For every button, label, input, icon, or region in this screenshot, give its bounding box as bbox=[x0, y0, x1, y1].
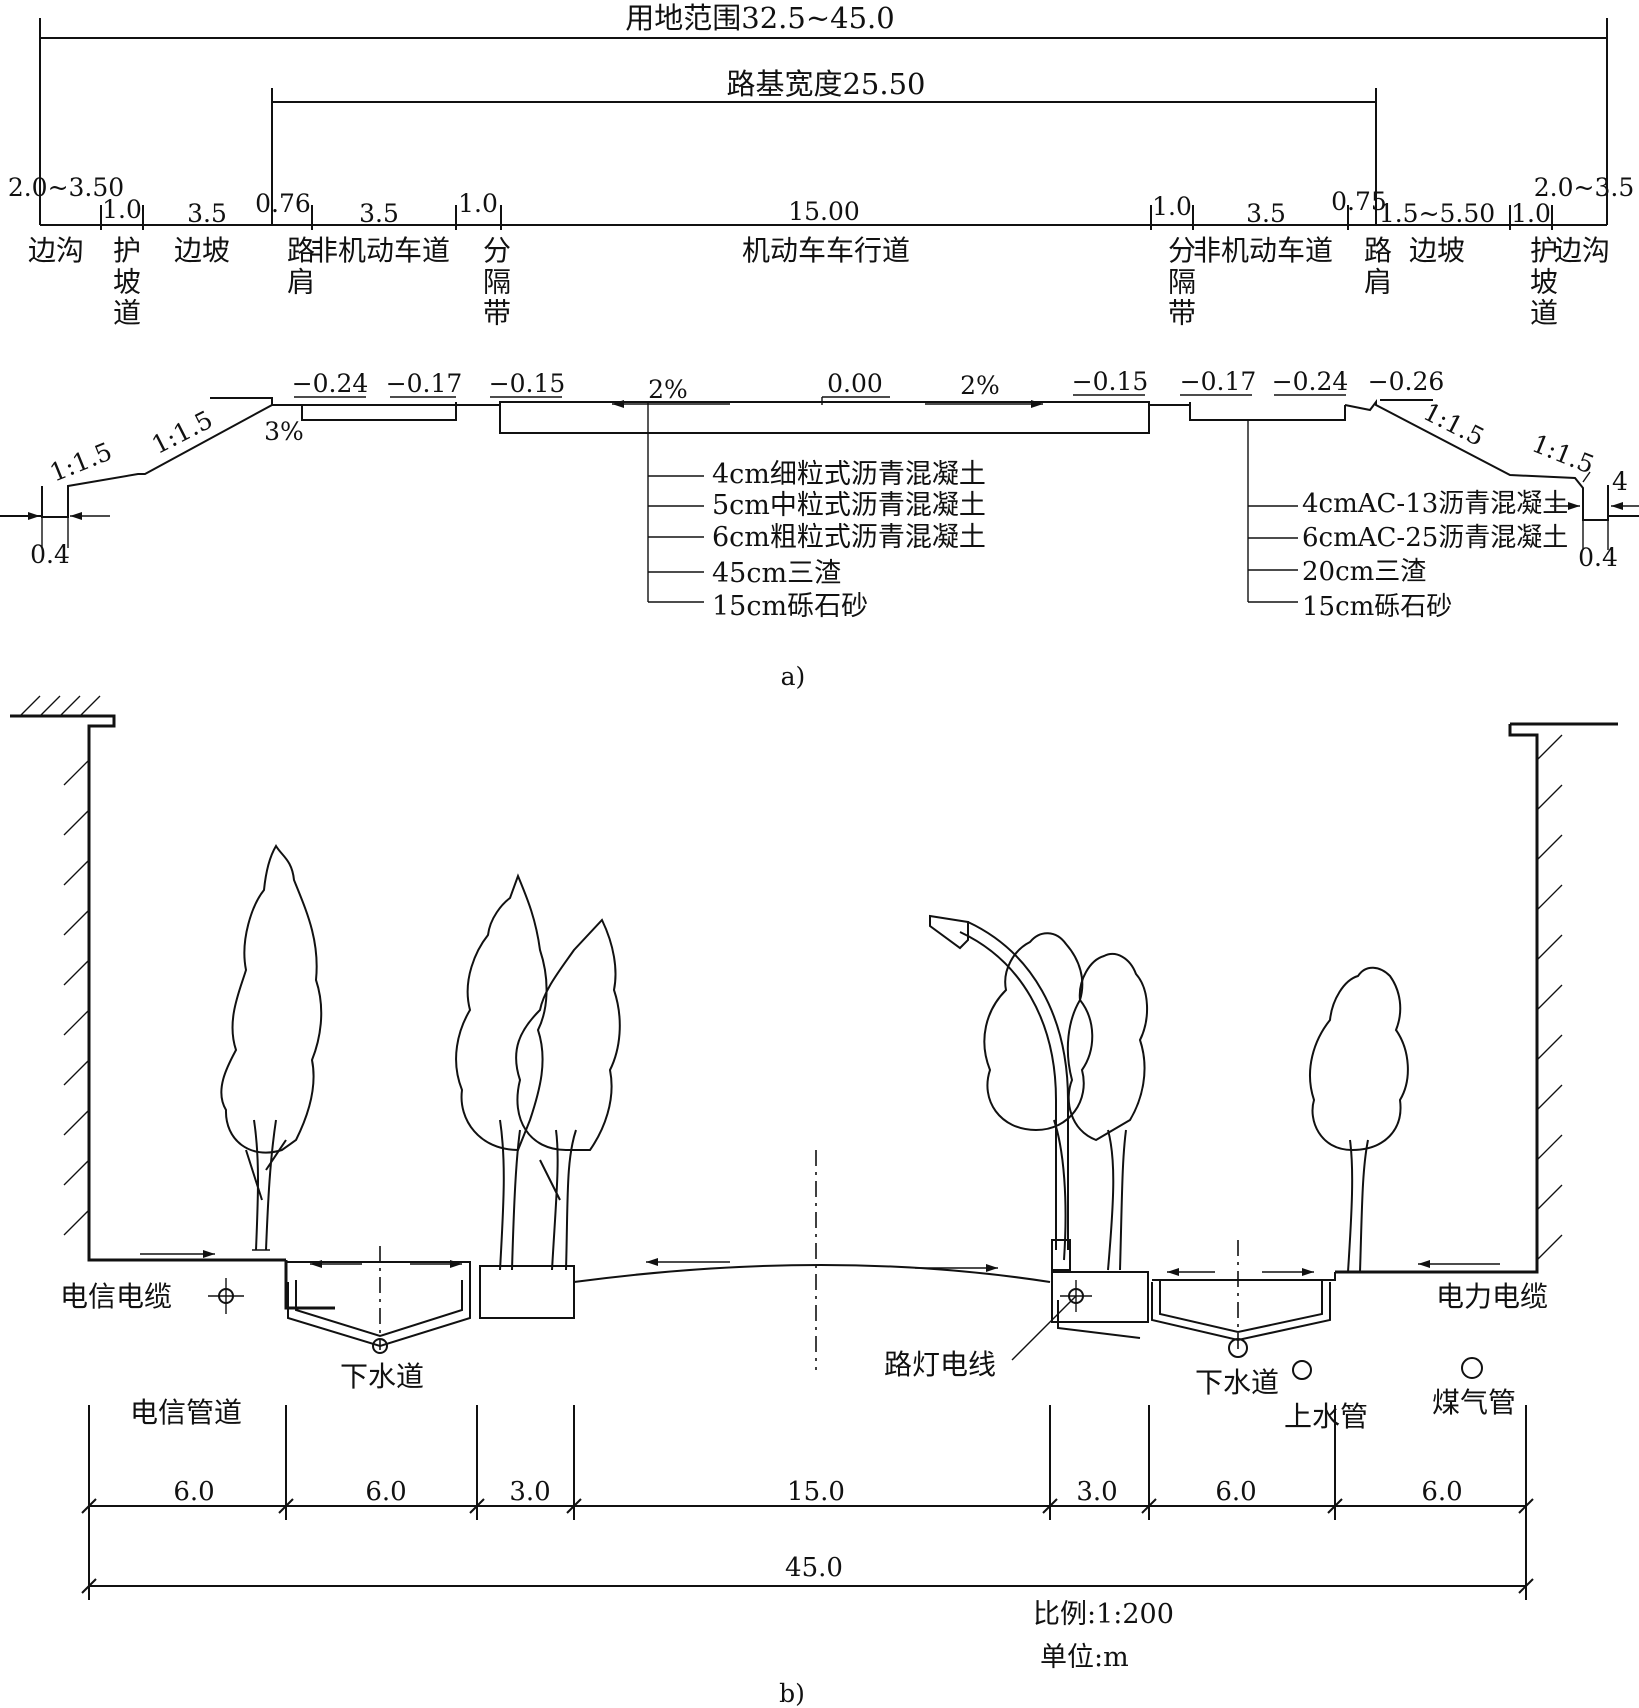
elev-motor-left: −0.15 bbox=[489, 369, 566, 398]
label-bike-lane-left: 非机动车道 bbox=[310, 234, 450, 267]
seg-2: 6.0 bbox=[365, 1477, 406, 1507]
dim-motorway: 15.00 bbox=[788, 197, 860, 226]
label-divider-left: 分隔带 bbox=[483, 234, 511, 330]
label-power-cable: 电力电缆 bbox=[1436, 1280, 1548, 1313]
dim-shoulder-left: 0.76 bbox=[255, 189, 311, 218]
elev-motor-right: −0.15 bbox=[1072, 367, 1149, 396]
part-b-dimensions: 6.0 6.0 3.0 15.0 3.0 6.0 6.0 45.0 bbox=[81, 1405, 1534, 1600]
water-main-symbol bbox=[1292, 1360, 1312, 1380]
label-motorway: 机动车车行道 bbox=[742, 234, 910, 267]
part-a-dimension-lines bbox=[39, 18, 1608, 230]
seg-7: 6.0 bbox=[1421, 1477, 1462, 1507]
label-shoulder-right: 路肩 bbox=[1364, 234, 1392, 298]
part-a-cross-section bbox=[0, 394, 1639, 603]
ditch-width-left: 0.4 bbox=[30, 540, 70, 569]
dim-berm-right: 1.0 bbox=[1511, 199, 1551, 228]
label-ditch-left: 边沟 bbox=[28, 234, 84, 267]
seg-3: 3.0 bbox=[509, 1477, 550, 1507]
gas-main-symbol bbox=[1461, 1357, 1483, 1379]
shoulder-slope: 3% bbox=[264, 417, 304, 446]
dim-ditch-right: 2.0~3.5 bbox=[1534, 173, 1634, 202]
scale-label: 比例:1:200 bbox=[1033, 1599, 1174, 1630]
sewer-left-symbol bbox=[372, 1338, 388, 1354]
label-streetlight-wire: 路灯电线 bbox=[884, 1348, 996, 1381]
tree-1 bbox=[220, 844, 323, 1251]
slope-left-upper: 1:1.5 bbox=[147, 405, 217, 460]
label-telecom-duct: 电信管道 bbox=[130, 1396, 242, 1429]
caption-b: b) bbox=[779, 1679, 805, 1708]
crossfall-left: 2% bbox=[648, 375, 688, 404]
seg-4: 15.0 bbox=[787, 1477, 845, 1507]
label-slope-left: 边坡 bbox=[174, 234, 230, 267]
elev-crown: 0.00 bbox=[827, 369, 883, 398]
part-a-zone-labels: 边沟 护坡道 边坡 路肩 非机动车道 分隔带 机动车车行道 分隔带 非机动车道 … bbox=[28, 234, 1610, 330]
label-bike-lane-right: 非机动车道 bbox=[1193, 234, 1333, 267]
dim-slope-right: 1.5~5.50 bbox=[1379, 199, 1495, 228]
unit-label: 单位:m bbox=[1040, 1642, 1129, 1673]
tree-2 bbox=[455, 873, 548, 1271]
dim-berm-left: 1.0 bbox=[102, 195, 142, 224]
dim-slope-left: 3.5 bbox=[187, 199, 227, 228]
layer-bike-4: 15cm砾石砂 bbox=[1302, 592, 1452, 622]
dim-bike-right: 3.5 bbox=[1246, 199, 1286, 228]
layer-bike-3: 20cm三渣 bbox=[1302, 557, 1426, 587]
total-width: 45.0 bbox=[785, 1553, 843, 1583]
label-sewer-right: 下水道 bbox=[1195, 1366, 1279, 1399]
layer-bike-1: 4cmAC-13沥青混凝土 bbox=[1302, 489, 1568, 519]
streetlight bbox=[929, 914, 1071, 1271]
label-berm-right: 护坡道 bbox=[1530, 234, 1558, 330]
label-ditch-right: 边沟 bbox=[1554, 234, 1610, 267]
dim-shoulder-right: 0.75 bbox=[1331, 187, 1387, 216]
label-berm-left: 护坡道 bbox=[113, 234, 141, 330]
layer-motor-2: 5cm中粒式沥青混凝土 bbox=[712, 490, 986, 521]
part-b-road-profile bbox=[140, 1150, 1500, 1370]
crossfall-right: 2% bbox=[960, 371, 1000, 400]
pavement-motorway-layers: 4cm细粒式沥青混凝土 5cm中粒式沥青混凝土 6cm粗粒式沥青混凝土 45cm… bbox=[712, 459, 986, 622]
tree-5 bbox=[1066, 953, 1149, 1271]
ditch-width-right: 0.4 bbox=[1578, 543, 1618, 572]
dim-divider-right: 1.0 bbox=[1152, 192, 1192, 221]
elev-shoulder-right: −0.26 bbox=[1368, 367, 1445, 396]
seg-5: 3.0 bbox=[1076, 1477, 1117, 1507]
utilities bbox=[208, 1278, 1483, 1380]
right-wall bbox=[1335, 722, 1618, 1274]
seg-1: 6.0 bbox=[173, 1477, 214, 1507]
elev-bike-left-inner: −0.17 bbox=[386, 369, 463, 398]
label-slope-right: 边坡 bbox=[1409, 234, 1465, 267]
slope-right-lower: 1:1.5 bbox=[1528, 429, 1598, 480]
tree-6 bbox=[1309, 966, 1409, 1273]
label-divider-right: 分隔带 bbox=[1168, 234, 1196, 330]
label-telecom-cable: 电信电缆 bbox=[60, 1280, 172, 1313]
layer-motor-3: 6cm粗粒式沥青混凝土 bbox=[712, 522, 986, 553]
label-gas-main: 煤气管 bbox=[1432, 1386, 1516, 1419]
layer-motor-4: 45cm三渣 bbox=[712, 558, 841, 589]
dim-bike-left: 3.5 bbox=[359, 199, 399, 228]
street-trees bbox=[220, 844, 1409, 1273]
layer-motor-5: 15cm砾石砂 bbox=[712, 591, 868, 622]
layer-bike-2: 6cmAC-25沥青混凝土 bbox=[1302, 523, 1568, 553]
dim-ditch-left: 2.0~3.50 bbox=[8, 173, 124, 202]
caption-a: a) bbox=[781, 662, 806, 691]
elev-bike-left-outer: −0.24 bbox=[292, 369, 369, 398]
elev-bike-right-inner: −0.17 bbox=[1180, 367, 1257, 396]
seg-6: 6.0 bbox=[1215, 1477, 1256, 1507]
part-a-dimension-values: 2.0~3.50 1.0 3.5 0.76 3.5 1.0 15.00 1.0 … bbox=[8, 173, 1634, 228]
land-range-label: 用地范围32.5~45.0 bbox=[625, 1, 894, 35]
ditch-depth-right: 4 bbox=[1612, 467, 1628, 496]
label-shoulder-left: 路肩 bbox=[287, 234, 315, 298]
elev-bike-right-outer: −0.24 bbox=[1272, 367, 1349, 396]
label-water-main: 上水管 bbox=[1284, 1400, 1368, 1433]
label-sewer-left: 下水道 bbox=[340, 1360, 424, 1393]
dim-divider-left: 1.0 bbox=[458, 189, 498, 218]
slope-right-upper: 1:1.5 bbox=[1419, 397, 1489, 452]
sewer-right-symbol bbox=[1228, 1338, 1248, 1358]
pavement-bike-layers: 4cmAC-13沥青混凝土 6cmAC-25沥青混凝土 20cm三渣 15cm砾… bbox=[1302, 489, 1568, 622]
tree-4 bbox=[983, 932, 1094, 1261]
part-b-labels: 电信电缆 电力电缆 下水道 路灯电线 下水道 电信管道 上水管 煤气管 bbox=[60, 1280, 1548, 1433]
left-wall bbox=[10, 695, 286, 1262]
tree-3 bbox=[515, 918, 621, 1271]
layer-motor-1: 4cm细粒式沥青混凝土 bbox=[712, 459, 986, 490]
subgrade-width-label: 路基宽度25.50 bbox=[726, 67, 925, 101]
